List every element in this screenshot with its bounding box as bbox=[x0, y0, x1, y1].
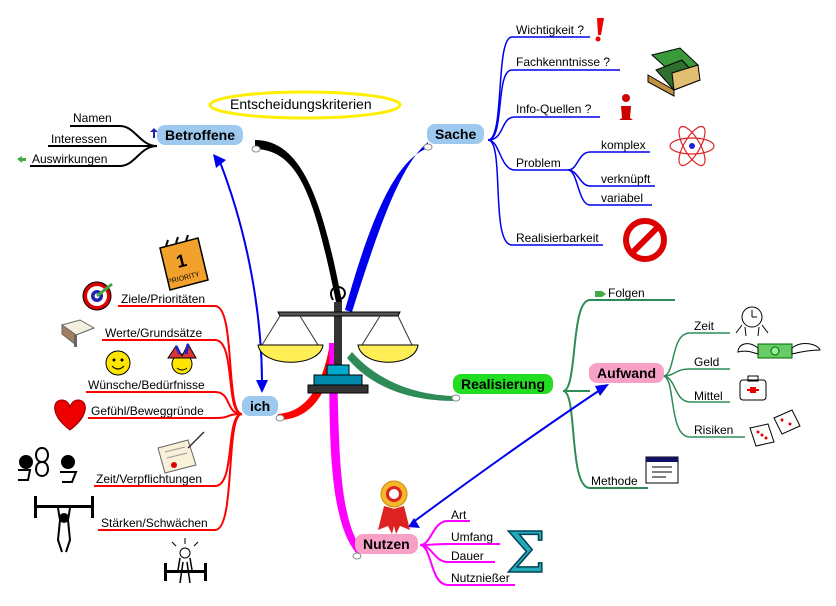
jester-icon bbox=[167, 342, 197, 375]
problem-item[interactable]: verknüpft bbox=[601, 172, 651, 186]
aufwand-item[interactable]: Risiken bbox=[694, 423, 734, 437]
branch-betroffene bbox=[255, 140, 342, 302]
contract-icon bbox=[157, 431, 205, 474]
ich-item[interactable]: Ziele/Prioritäten bbox=[121, 292, 206, 306]
realisierung-item[interactable]: Folgen bbox=[608, 286, 645, 300]
betroffene-item[interactable]: Auswirkungen bbox=[32, 152, 108, 166]
atom-icon bbox=[669, 125, 715, 167]
priority-icon: 1 PRIORITY bbox=[159, 234, 209, 291]
ich-item[interactable]: Werte/Grundsätze bbox=[105, 326, 203, 340]
betroffene-sub-branches bbox=[30, 125, 158, 167]
sache-item[interactable]: Realisierbarkeit bbox=[516, 231, 599, 245]
ich-item[interactable]: Gefühl/Beweggründe bbox=[91, 404, 204, 418]
realisierung-sub-branches bbox=[562, 299, 675, 489]
nutzen-sub-branches bbox=[419, 520, 515, 586]
nutzen-item[interactable]: Art bbox=[451, 508, 467, 522]
dice-icon bbox=[749, 409, 801, 447]
problem-item[interactable]: komplex bbox=[601, 138, 646, 152]
struggling-lifter-icon bbox=[164, 538, 207, 584]
betroffene-marker-icon bbox=[150, 128, 158, 138]
sache-item[interactable]: Info-Quellen ? bbox=[516, 102, 592, 116]
sigma-icon: Σ bbox=[506, 521, 546, 586]
ich-item[interactable]: Zeit/Verpflichtungen bbox=[96, 472, 203, 486]
arrowhead-betroffene bbox=[213, 154, 226, 168]
books-icon bbox=[647, 47, 701, 97]
arrowhead-ich bbox=[256, 380, 268, 393]
balance-scale-icon bbox=[257, 285, 419, 394]
realisierung-item[interactable]: Methode bbox=[591, 474, 638, 488]
node-ich[interactable]: ich bbox=[242, 396, 279, 416]
nutzen-item[interactable]: Dauer bbox=[451, 549, 484, 563]
sache-item[interactable]: Wichtigkeit ? bbox=[516, 23, 585, 37]
running-clock-icon bbox=[735, 306, 769, 337]
arrowhead-nutzen bbox=[408, 518, 420, 528]
award-ribbon-icon bbox=[378, 480, 410, 534]
node-aufwand[interactable]: Aufwand bbox=[589, 363, 665, 383]
branch-sache bbox=[345, 142, 428, 312]
ich-sub-branches bbox=[86, 305, 243, 531]
map-title: Entscheidungskriterien bbox=[230, 96, 372, 112]
sache-sub-branches bbox=[487, 36, 655, 246]
title-ellipse bbox=[208, 90, 402, 120]
medical-kit-icon bbox=[739, 375, 767, 401]
exclamation-icon bbox=[595, 18, 604, 42]
sache-item[interactable]: Problem bbox=[516, 156, 561, 170]
shackles-icon bbox=[18, 446, 78, 483]
branch-realisierung bbox=[347, 352, 455, 401]
pointing-hand-icon bbox=[595, 291, 606, 297]
ich-item[interactable]: Stärken/Schwächen bbox=[101, 516, 208, 530]
sache-item[interactable]: Fachkenntnisse ? bbox=[516, 55, 611, 69]
node-nutzen[interactable]: Nutzen bbox=[355, 534, 418, 554]
betroffene-item[interactable]: Interessen bbox=[51, 132, 108, 146]
smiley-icon bbox=[105, 350, 131, 376]
target-icon bbox=[82, 281, 113, 311]
connector-dots bbox=[251, 143, 461, 560]
heart-icon bbox=[54, 399, 86, 431]
aufwand-item[interactable]: Mittel bbox=[694, 389, 723, 403]
betroffene-item[interactable]: Namen bbox=[73, 111, 112, 125]
weightlifter-icon bbox=[34, 496, 94, 553]
problem-item[interactable]: variabel bbox=[601, 191, 644, 205]
open-book-icon bbox=[60, 319, 96, 347]
prohibited-icon bbox=[623, 218, 667, 262]
priority-number: 1 bbox=[174, 250, 189, 272]
branch-nutzen bbox=[329, 343, 363, 555]
flying-money-icon bbox=[737, 343, 821, 359]
arrowhead-aufwand bbox=[595, 384, 609, 396]
method-window-icon bbox=[645, 456, 679, 484]
node-realisierung[interactable]: Realisierung bbox=[453, 374, 554, 394]
info-icon bbox=[619, 94, 633, 120]
ich-item[interactable]: Wünsche/Bedürfnisse bbox=[88, 378, 205, 392]
aufwand-item[interactable]: Zeit bbox=[694, 319, 715, 333]
nutzen-item[interactable]: Nutznießer bbox=[451, 571, 510, 585]
aufwand-sub-branches bbox=[662, 332, 745, 438]
nutzen-item[interactable]: Umfang bbox=[451, 530, 494, 544]
auswirkungen-marker-icon bbox=[17, 156, 26, 163]
relationship-arrows bbox=[219, 161, 604, 524]
aufwand-item[interactable]: Geld bbox=[694, 355, 720, 369]
node-sache[interactable]: Sache bbox=[427, 124, 485, 144]
node-betroffene[interactable]: Betroffene bbox=[157, 125, 244, 145]
